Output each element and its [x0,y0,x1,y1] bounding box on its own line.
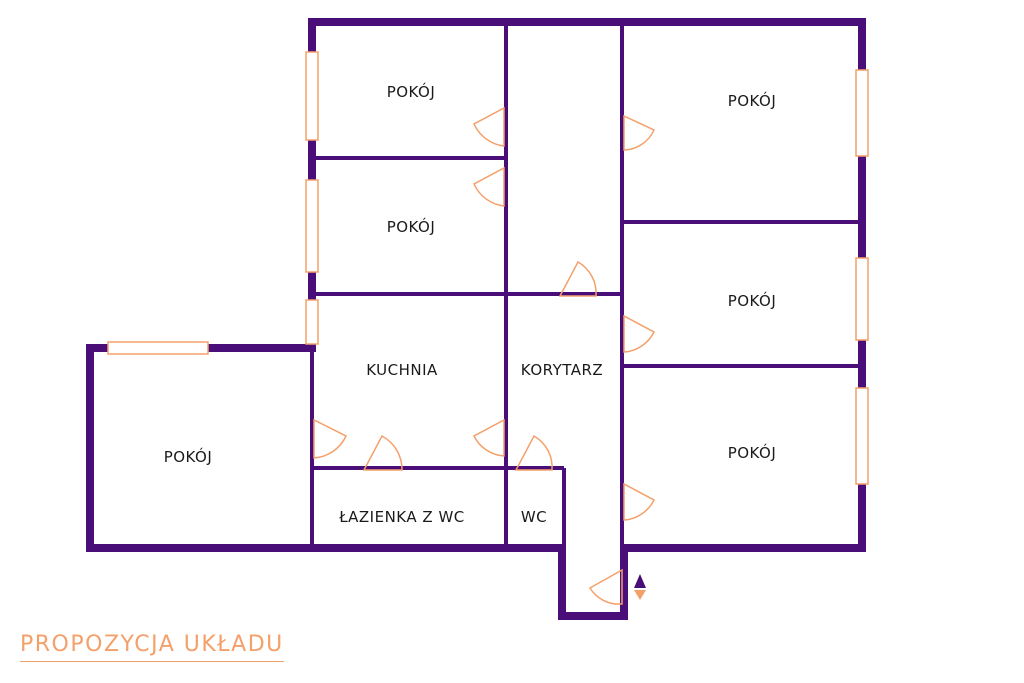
kitchen-label: KUCHNIA [366,361,438,379]
doors [313,106,655,605]
outer-walls [86,18,866,620]
plan-caption: PROPOZYCJA UKŁADU [20,632,284,662]
room-label-5: POKÓJ [728,443,777,462]
corridor-label: KORYTARZ [521,361,603,379]
room-label-2: POKÓJ [387,217,436,236]
room-label-6: POKÓJ [164,447,213,466]
room-label-1: POKÓJ [387,82,436,101]
bathroom-label: ŁAZIENKA Z WC [338,508,465,526]
wc-label: WC [521,508,547,526]
north-arrow-icon [634,574,646,600]
windows [107,51,869,485]
room-label-4: POKÓJ [728,291,777,310]
room-label-3: POKÓJ [728,91,777,110]
